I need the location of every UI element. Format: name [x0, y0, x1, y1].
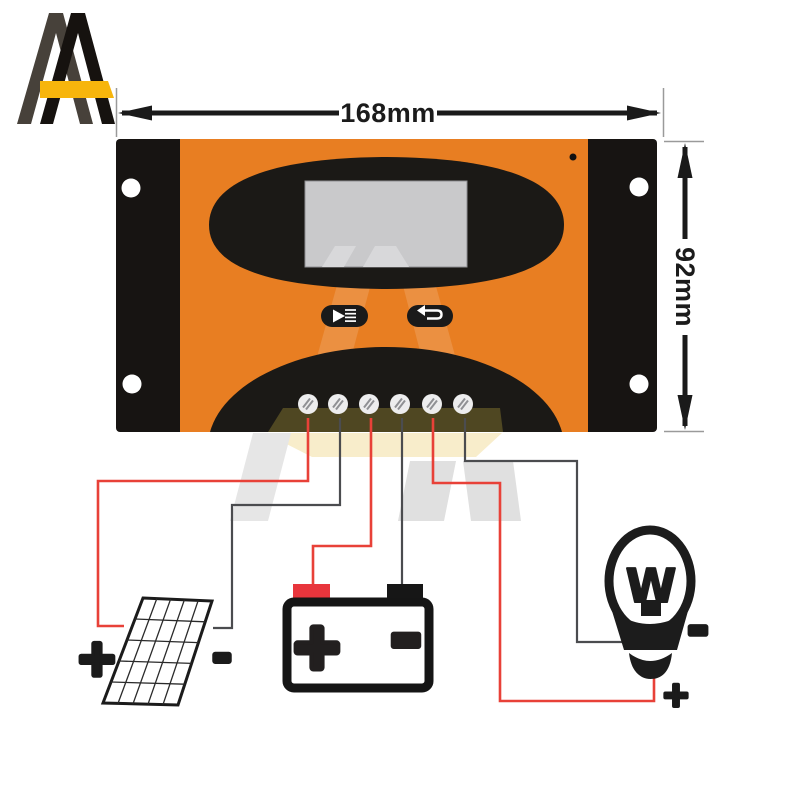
- terminal-screw: [422, 394, 442, 414]
- arrowhead-down: [677, 395, 693, 430]
- width-dimension-label: 168mm: [339, 95, 437, 131]
- arrowhead-left: [118, 105, 152, 121]
- battery: + -: [282, 584, 434, 693]
- bulb-contact-crescent: [629, 653, 672, 679]
- arrowhead-right: [627, 105, 661, 121]
- return-icon: [417, 305, 443, 320]
- mounting-hole: [629, 177, 649, 197]
- logo-yellow-bar: [40, 81, 114, 98]
- bulb-positive-label: +: [662, 675, 691, 715]
- menu-button: [321, 305, 368, 327]
- bulb-negative-label: -: [688, 599, 709, 657]
- wire-solar-negative: [213, 418, 342, 630]
- mounting-hole: [629, 374, 649, 394]
- wire-load-negative: [463, 418, 626, 644]
- solar-negative-label: -: [213, 631, 231, 682]
- wire-solar-positive: [96, 418, 310, 628]
- solar-positive-label: +: [76, 629, 118, 687]
- battery-positive-label: +: [291, 610, 343, 683]
- mounting-hole: [121, 178, 141, 198]
- terminal-screw: [298, 394, 318, 414]
- terminal-screw: [359, 394, 379, 414]
- watermark-tan-dark: [268, 408, 503, 432]
- indicator-led: [569, 153, 577, 161]
- solar-panel-grid: [110, 598, 206, 705]
- terminal-screw: [328, 394, 348, 414]
- watermark-fragments: [230, 433, 521, 521]
- mounting-hole: [122, 374, 142, 394]
- terminal-screw: [390, 394, 410, 414]
- wiring-harness: [96, 418, 656, 703]
- solar-panel: + -: [73, 596, 234, 707]
- brand-logo: [17, 13, 115, 124]
- battery-case: [282, 597, 434, 693]
- terminal-screws: [298, 394, 473, 414]
- height-dimension-label: 92mm: [667, 239, 703, 335]
- mounting-holes: [121, 177, 649, 394]
- wire-battery-positive: [311, 418, 373, 588]
- return-button: [407, 305, 453, 327]
- light-bulb: W - +: [604, 525, 711, 717]
- arrowhead-up: [677, 143, 693, 178]
- menu-icon: [333, 309, 356, 323]
- battery-negative-label: -: [389, 590, 422, 683]
- terminal-screw: [453, 394, 473, 414]
- lcd-watermark: [322, 246, 409, 267]
- wire-load-positive: [431, 418, 656, 703]
- charge-controller: [116, 139, 657, 432]
- bulb-base: [612, 611, 688, 650]
- terminal-bezel: [208, 347, 564, 432]
- bulb-neck: [641, 600, 661, 616]
